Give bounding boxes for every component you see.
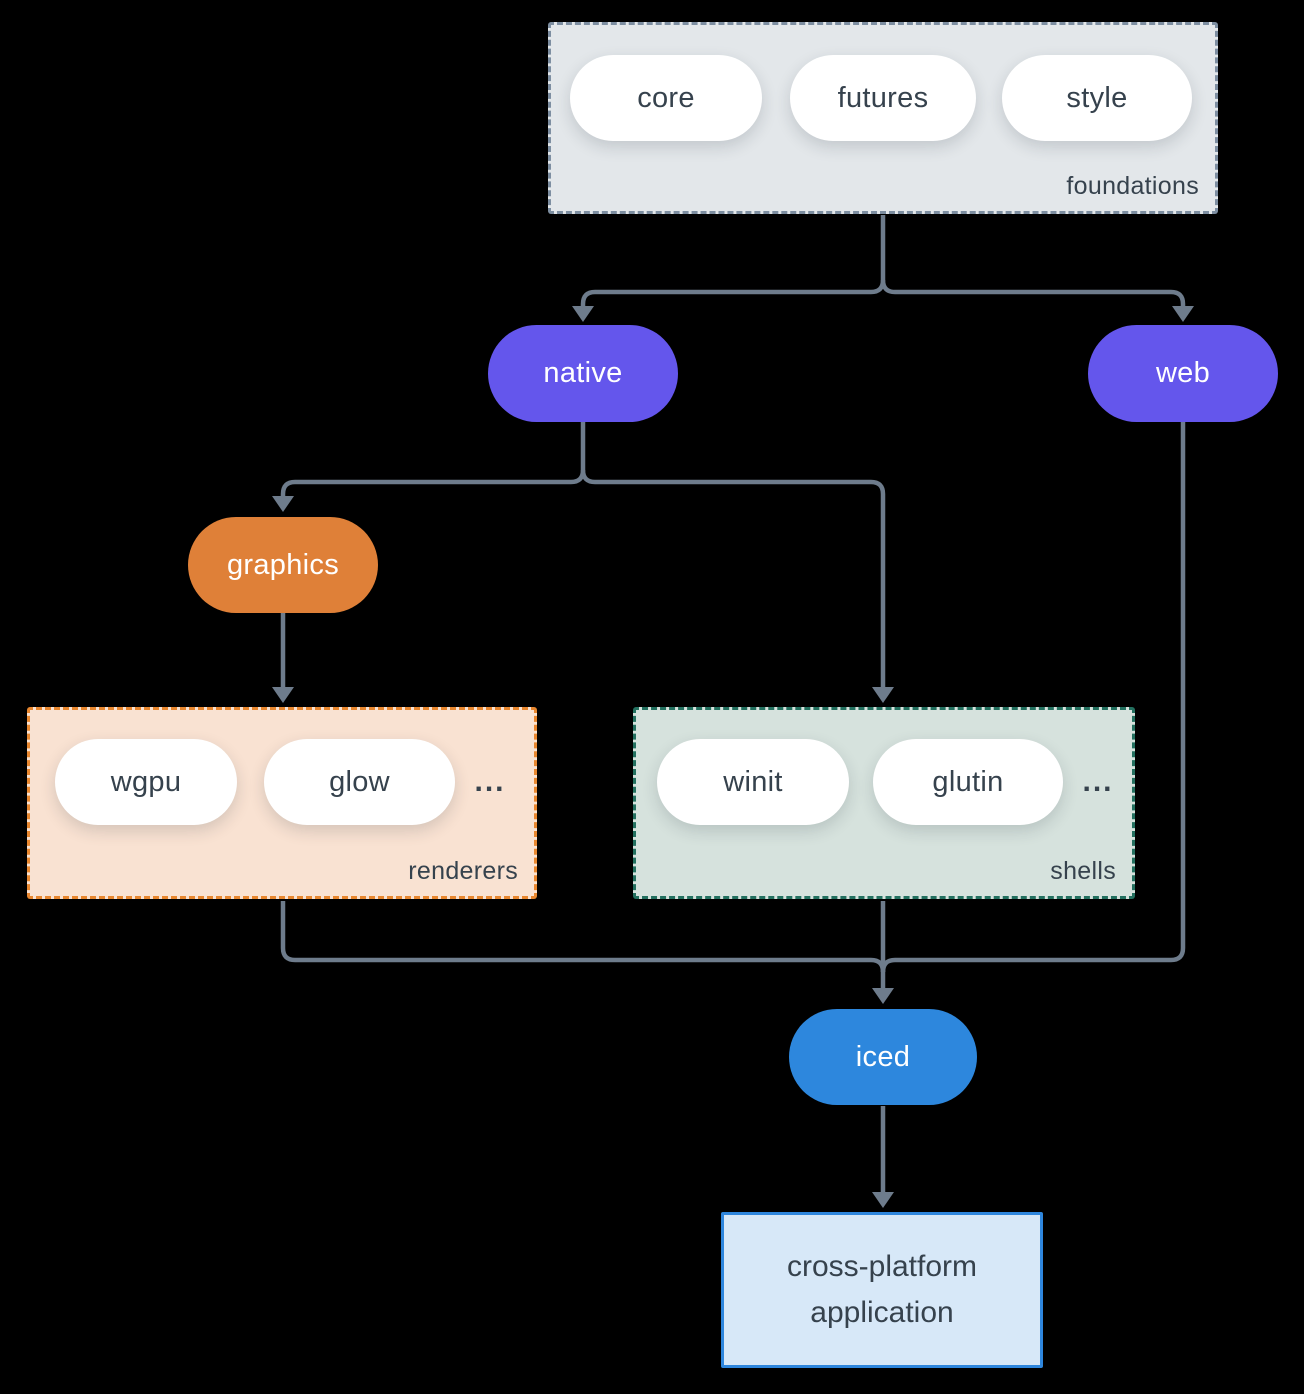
- renderers-ellipsis: ...: [474, 765, 506, 798]
- pill-winit: winit: [657, 739, 849, 825]
- node-iced: iced: [789, 1009, 977, 1105]
- arrowhead-app: [872, 1192, 894, 1208]
- edge-native-shells: [580, 469, 886, 688]
- node-graphics: graphics: [188, 517, 378, 613]
- node-web: web: [1088, 325, 1278, 422]
- arrowhead-iced: [872, 988, 894, 1004]
- group-renderers-label: renderers: [408, 857, 518, 885]
- arrowhead-web: [1172, 306, 1194, 322]
- pill-glutin: glutin: [873, 739, 1063, 825]
- arrowhead-renderers: [272, 687, 294, 703]
- edge-renderers-iced: [280, 901, 886, 973]
- group-shells-label: shells: [1050, 857, 1116, 885]
- node-native: native: [488, 325, 678, 422]
- edge-foundations-native: [580, 215, 886, 307]
- arrowhead-shells: [872, 687, 894, 703]
- pill-glow: glow: [264, 739, 455, 825]
- pill-futures: futures: [790, 55, 976, 141]
- app-box: cross-platform application: [721, 1212, 1043, 1368]
- pill-core: core: [570, 55, 762, 141]
- shells-ellipsis: ...: [1082, 765, 1114, 798]
- pill-style: style: [1002, 55, 1192, 141]
- group-foundations-label: foundations: [1066, 172, 1199, 200]
- edge-foundations-web: [880, 279, 1186, 307]
- arrowhead-graphics: [272, 496, 294, 512]
- edge-native-graphics: [280, 422, 586, 497]
- pill-wgpu: wgpu: [55, 739, 237, 825]
- arrowhead-native: [572, 306, 594, 322]
